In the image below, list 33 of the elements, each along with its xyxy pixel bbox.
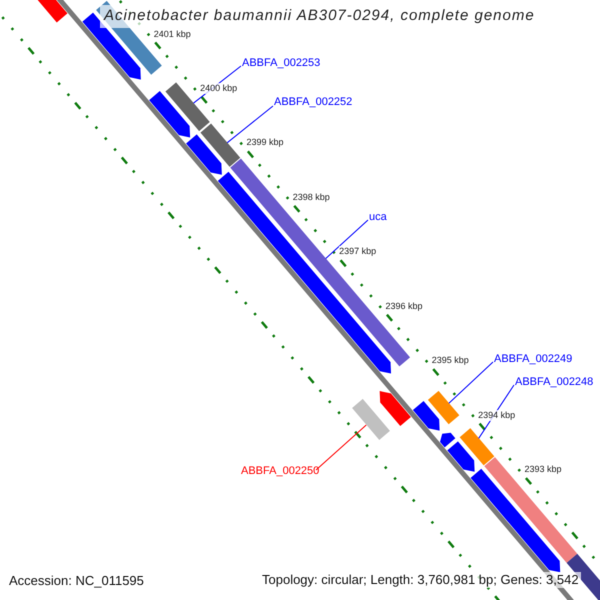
gene-bar <box>380 391 411 426</box>
gene-bar <box>230 158 410 366</box>
gene-label: ABBFA_002248 <box>515 376 594 389</box>
gene-bar <box>440 432 456 448</box>
gene-bar <box>428 390 460 424</box>
tick-label: 2399 kbp <box>246 137 284 148</box>
leader-line <box>448 362 494 404</box>
gene-bar <box>200 124 240 167</box>
gene-bar <box>447 441 475 472</box>
tick-label: 2394 kbp <box>478 410 516 421</box>
gene-bar <box>352 398 390 440</box>
tick-label: 2396 kbp <box>385 300 422 312</box>
tick-label: 2393 kbp <box>524 464 562 476</box>
gene-label: uca <box>369 211 387 224</box>
gene-label: ABBFA_002252 <box>274 96 352 109</box>
tick-label: 2397 kbp <box>339 246 376 258</box>
tick-label: 2400 kbp <box>200 82 238 94</box>
gene-label: ABBFA_002253 <box>242 57 320 70</box>
gene-bar <box>412 400 440 431</box>
leader-line <box>226 106 274 144</box>
genome-summary-text: Topology: circular; Length: 3,760,981 bp; Genes: 3,542 <box>260 572 581 588</box>
gene-label: ABBFA_002249 <box>494 353 572 366</box>
gene-bar <box>484 457 578 563</box>
gene-label: ABBFA_002250 <box>241 465 320 478</box>
tick-label: 2398 kbp <box>292 192 330 203</box>
leader-line <box>325 220 368 259</box>
tick-label: 2401 kbp <box>154 28 191 40</box>
gene-bar <box>460 428 494 466</box>
gene-bar <box>149 91 190 138</box>
accession-text: Accession: NC_011595 <box>9 573 144 589</box>
gene-bar <box>186 134 222 175</box>
tick-label: 2395 kbp <box>432 355 469 366</box>
leader-line <box>316 424 367 470</box>
